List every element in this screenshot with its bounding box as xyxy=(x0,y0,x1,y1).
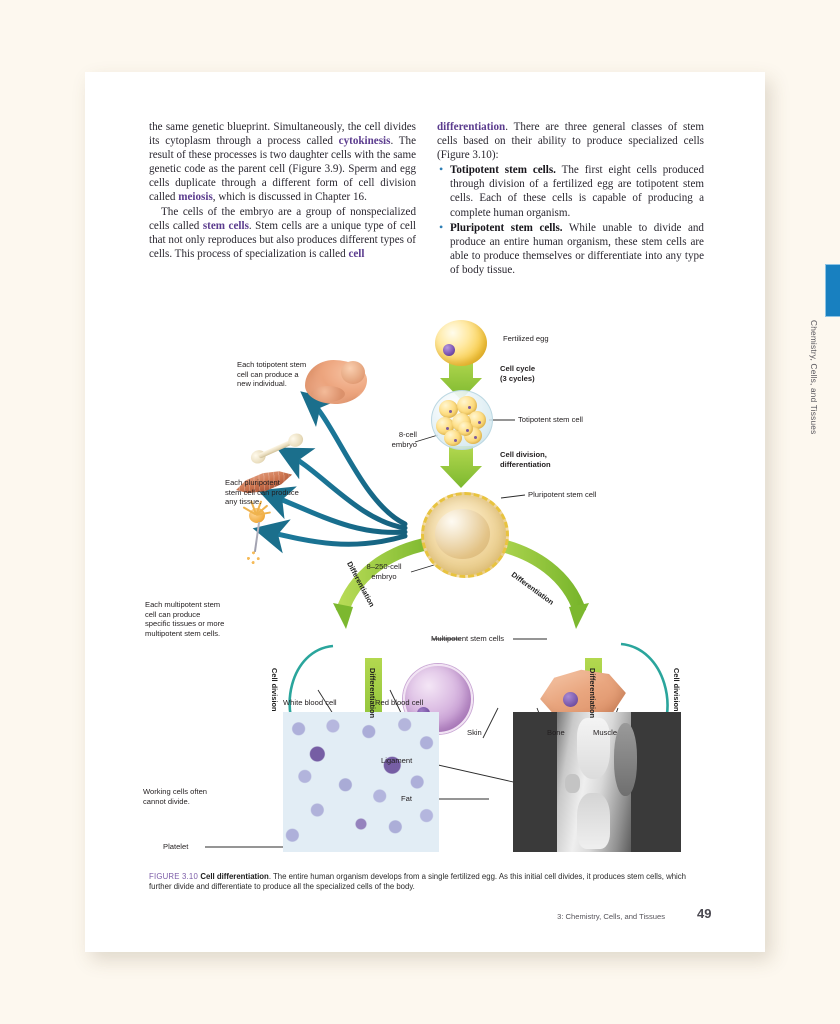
para1-text-b: . The result of these processes is two d… xyxy=(149,135,416,204)
paragraph-3: differentiation. There are three general… xyxy=(437,120,704,162)
label-platelet: Platelet xyxy=(163,842,189,851)
stem-cell-class-list: Totipotent stem cells. The first eight c… xyxy=(437,162,705,277)
label-totipotent-note: Each totipotent stem cell can produce a … xyxy=(237,360,307,389)
label-cell-division-arc-right: Cell division xyxy=(672,668,681,712)
label-cell-division-differentiation: Cell division, differentiation xyxy=(500,450,551,469)
label-fertilized-egg: Fertilized egg xyxy=(503,334,549,343)
label-bone: Bone xyxy=(547,728,565,737)
bullet-2-text: While unable to divide and produce an en… xyxy=(450,221,704,276)
eight-cell-embryo-illustration xyxy=(431,390,493,450)
para1-text-c: , which is discussed in Chapter 16. xyxy=(212,191,367,204)
side-running-head: Chemistry, Cells, and Tissues xyxy=(809,320,819,435)
label-working-cells-note: Working cells often cannot divide. xyxy=(143,787,208,806)
blastomere xyxy=(457,396,477,415)
label-muscle: Muscle xyxy=(593,728,618,737)
label-white-blood-cell: White blood cell xyxy=(283,698,337,707)
green-arrow-8cell-to-blastocyst xyxy=(440,446,482,488)
blastomere xyxy=(444,430,462,446)
term-meiosis: meiosis xyxy=(178,191,213,204)
term-stem-cells: stem cells xyxy=(202,219,249,232)
blastocyst-illustration xyxy=(421,492,509,578)
green-arc-differentiation-left xyxy=(333,535,439,629)
mri-muscle xyxy=(613,723,638,796)
bullet-1-text: The first eight cells produced through d… xyxy=(450,164,705,219)
label-pluripotent-stem-cell: Pluripotent stem cell xyxy=(528,490,597,499)
para3-text: . There are three general classes of ste… xyxy=(437,121,704,162)
teal-arrows-to-tissues xyxy=(252,391,408,554)
label-cell-cycle: Cell cycle (3 cycles) xyxy=(500,364,536,383)
label-8-250-cell-embryo: 8–250-cell embryo xyxy=(366,562,402,581)
fertilized-egg-illustration xyxy=(435,320,487,366)
figure-3-10: Each totipotent stem cell can produce a … xyxy=(85,72,765,952)
label-8-cell-embryo: 8-cell embryo xyxy=(391,430,417,449)
muscle-cell-nucleus xyxy=(563,692,578,707)
label-pluripotent-note: Each pluripotent stem cell can produce a… xyxy=(225,478,299,507)
blastomere xyxy=(439,400,458,418)
label-fat: Fat xyxy=(401,794,412,803)
page-number: 49 xyxy=(697,906,712,921)
blastomere xyxy=(458,421,473,436)
label-multipotent-stem-cells: Multipotent stem cells xyxy=(431,634,505,643)
label-skin: Skin xyxy=(467,728,482,737)
paragraph-2: The cells of the embryo are a group of n… xyxy=(149,205,416,261)
label-multipotent-note: Each multipotent stem cell can produce s… xyxy=(145,600,225,638)
label-differentiation-down-right: Differentiation xyxy=(588,668,597,719)
label-totipotent-stem-cell: Totipotent stem cell xyxy=(518,415,583,424)
neuron-axon-terminals xyxy=(245,550,262,564)
caption-figure-title: Cell differentiation xyxy=(200,872,269,881)
footer-running-head: 3: Chemistry, Cells, and Tissues xyxy=(557,912,665,921)
knee-mri-photo xyxy=(513,712,681,852)
figure-caption: FIGURE 3.10 Cell differentiation. The en… xyxy=(149,872,705,893)
neuron-illustration xyxy=(237,500,283,566)
green-arrow-egg-to-8cell xyxy=(440,358,482,400)
egg-nucleus xyxy=(443,344,455,356)
term-cell: cell xyxy=(348,247,365,260)
mri-patella xyxy=(565,773,581,794)
label-ligament: Ligament xyxy=(381,756,413,765)
body-text-right-column: differentiation. There are three general… xyxy=(437,120,704,277)
term-cytokinesis: cytokinesis xyxy=(338,135,391,148)
list-item: Pluripotent stem cells. While unable to … xyxy=(437,220,704,277)
mri-femur xyxy=(576,717,611,780)
label-red-blood-cell: Red blood cell xyxy=(375,698,424,707)
bullet-2-run-in: Pluripotent stem cells. xyxy=(450,221,563,234)
term-differentiation: differentiation xyxy=(437,121,506,133)
mri-tibia xyxy=(576,793,611,850)
para2-text-b: . Stem cells are a unique type of cell t… xyxy=(149,219,416,260)
neuron-axon xyxy=(253,522,261,552)
blood-smear-photo xyxy=(283,712,439,852)
para1-text-a: the same genetic blueprint. Simultaneous… xyxy=(149,121,416,148)
caption-body-text: . The entire human organism develops fro… xyxy=(149,872,687,892)
chapter-thumb-tab xyxy=(825,264,840,317)
label-cell-division-arc-left: Cell division xyxy=(270,668,279,712)
fetus-illustration xyxy=(305,360,367,404)
para2-text-a: The cells of the embryo are a group of n… xyxy=(149,205,416,232)
caption-figure-number: FIGURE 3.10 xyxy=(149,872,201,881)
list-item: Totipotent stem cells. The first eight c… xyxy=(437,162,705,219)
blastomere xyxy=(468,411,486,429)
paragraph-1: the same genetic blueprint. Simultaneous… xyxy=(149,120,416,205)
bullet-1-run-in: Totipotent stem cells. xyxy=(450,164,556,177)
textbook-page: the same genetic blueprint. Simultaneous… xyxy=(85,72,840,952)
label-differentiation-down-left: Differentiation xyxy=(368,668,377,719)
body-text-left-column: the same genetic blueprint. Simultaneous… xyxy=(149,120,416,261)
